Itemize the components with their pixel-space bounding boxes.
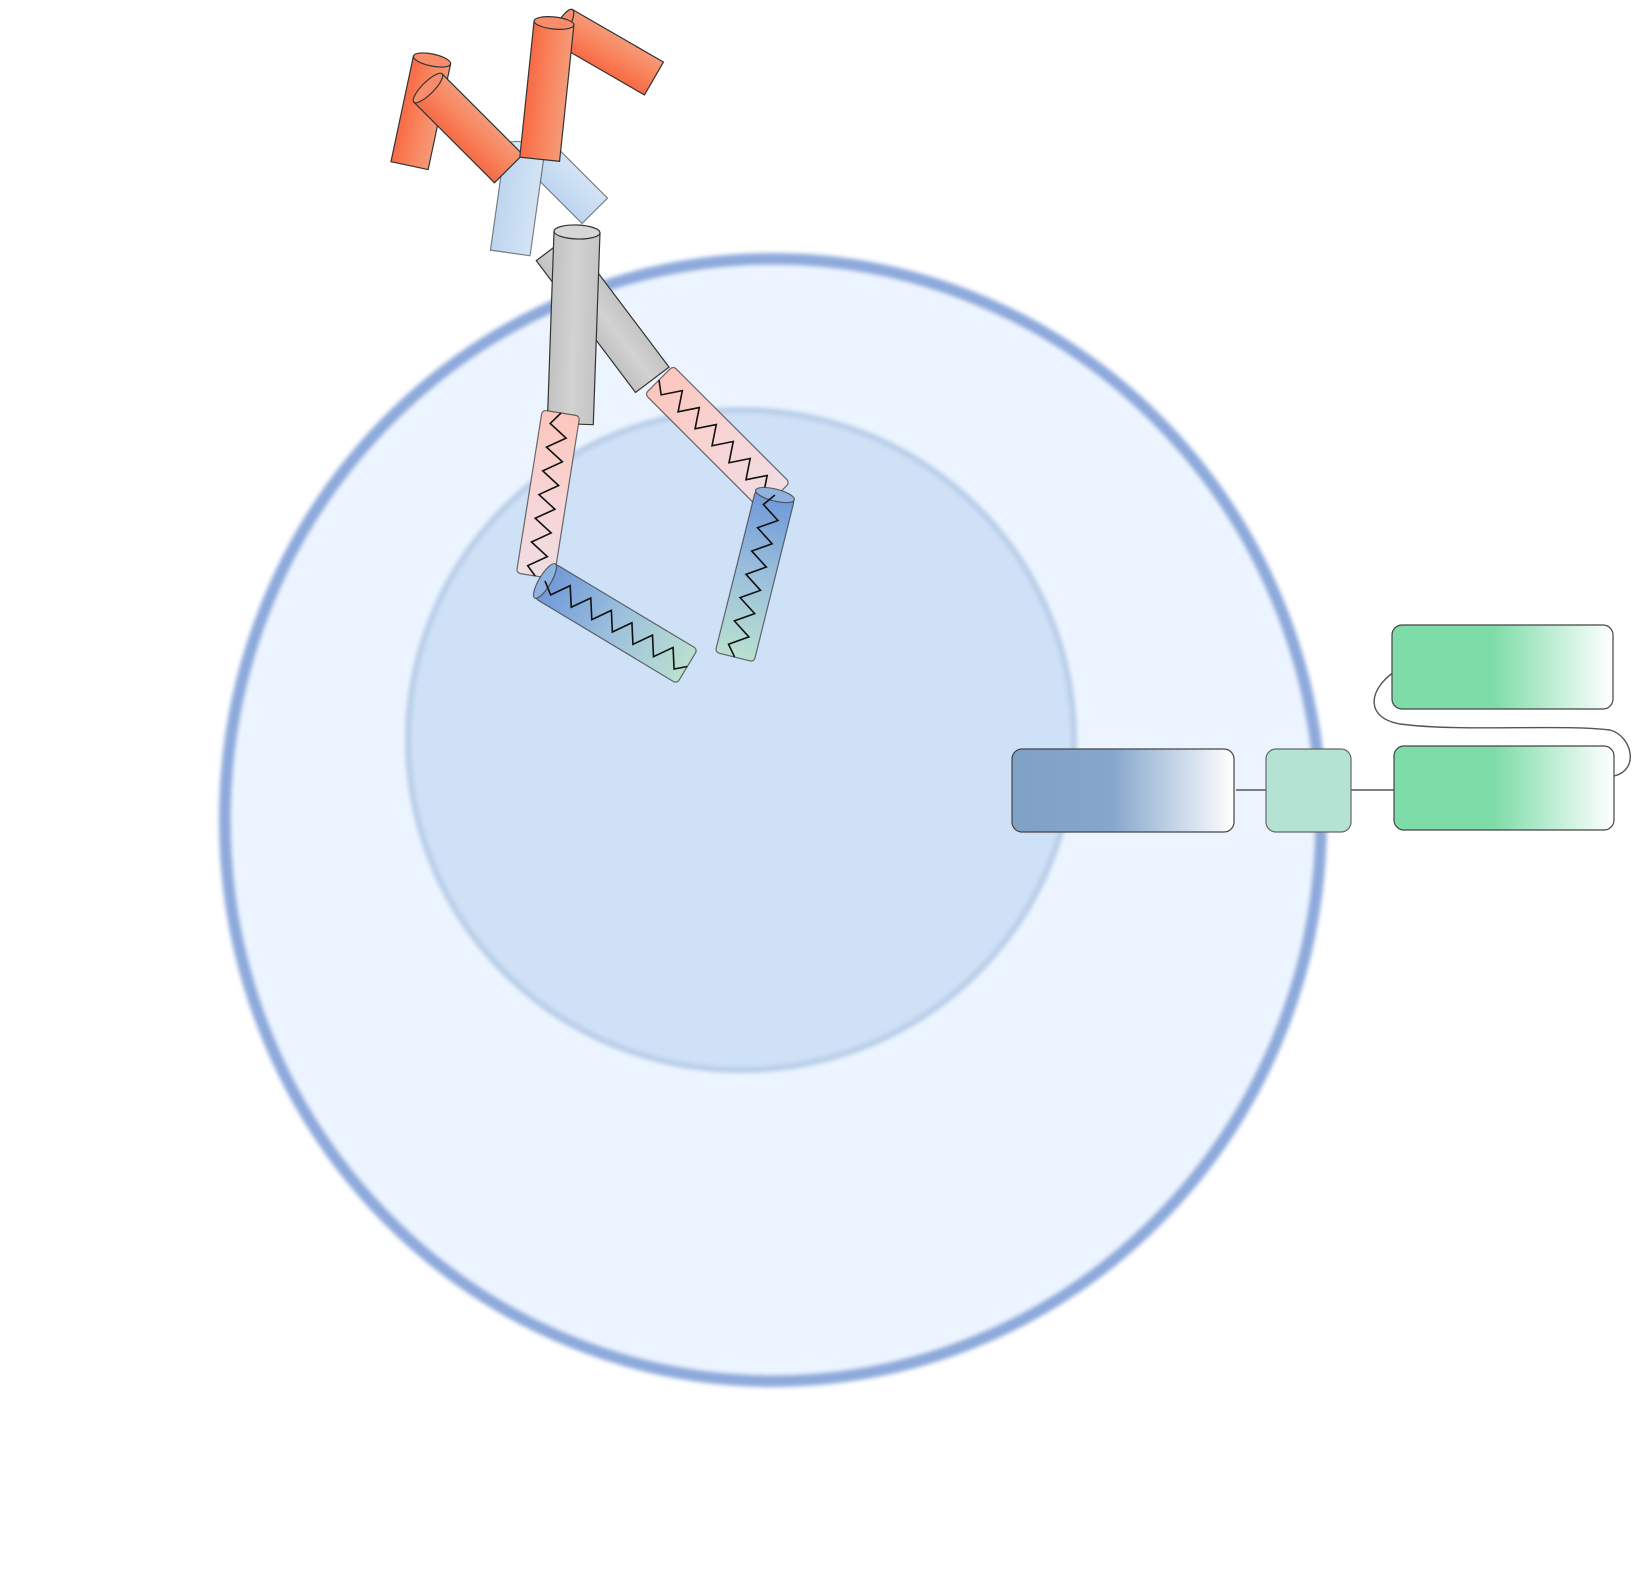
intracellular-segment-bluegreen-right	[715, 486, 796, 662]
nucleus-core	[415, 417, 1067, 1063]
connector-loop	[1373, 671, 1631, 777]
signal-module-green-upper	[1391, 624, 1614, 710]
binding-arm-left-lower	[412, 72, 524, 184]
intracellular-segment-pink-left	[516, 410, 580, 579]
signaling-module-chain	[1011, 624, 1631, 833]
signal-module-blue	[1011, 748, 1235, 833]
binding-arm-right-lower	[519, 16, 575, 162]
signal-module-green-lower	[1393, 745, 1615, 831]
transmembrane-segment-left	[546, 224, 601, 426]
receptor	[390, 8, 796, 683]
intracellular-segment-bluegreen-left	[532, 562, 697, 683]
signal-module-linker	[1265, 748, 1352, 833]
